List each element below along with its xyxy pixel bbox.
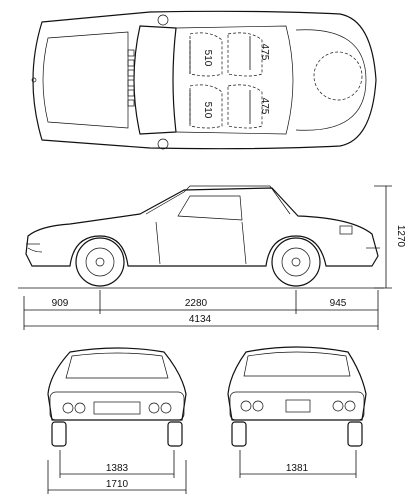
label-top-leg-rear: 475 xyxy=(259,98,270,115)
label-overall-length: 4134 xyxy=(189,314,212,325)
label-top-leg-front: 475 xyxy=(259,44,270,61)
front-view xyxy=(47,347,187,494)
side-view xyxy=(18,185,392,330)
label-front-track: 1383 xyxy=(106,463,129,474)
label-wheelbase: 2280 xyxy=(185,298,208,309)
label-top-seat-front: 510 xyxy=(202,50,213,67)
label-front-overhang: 909 xyxy=(52,298,69,309)
label-rear-track: 1381 xyxy=(286,463,309,474)
top-view xyxy=(31,10,377,150)
rear-view xyxy=(227,346,367,478)
label-top-seat-rear: 510 xyxy=(202,102,213,119)
label-rear-overhang: 945 xyxy=(330,298,347,309)
label-height: 1270 xyxy=(395,225,406,248)
label-overall-width: 1710 xyxy=(106,479,129,490)
